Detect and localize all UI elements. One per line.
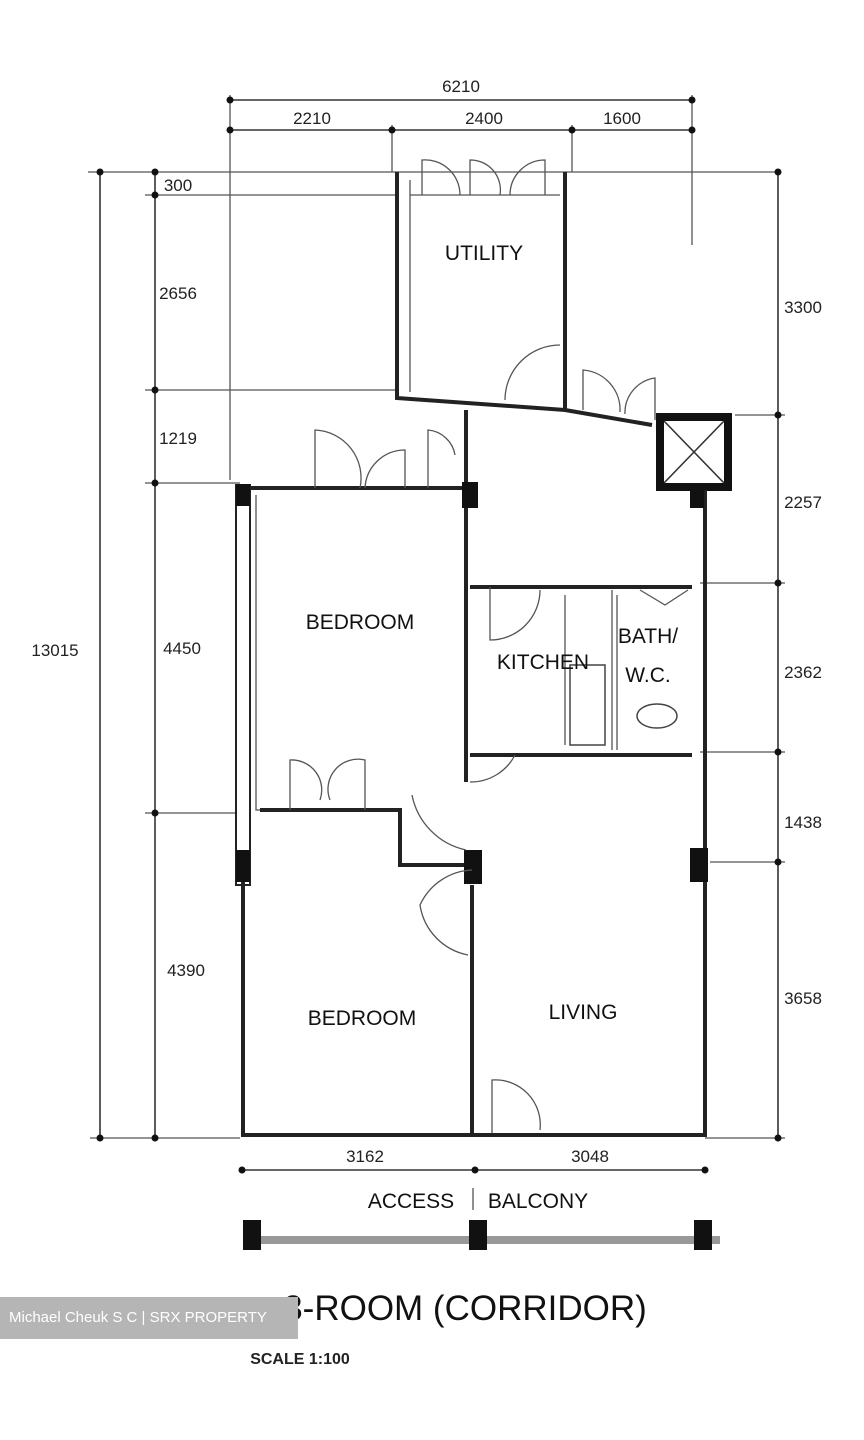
room-utility: UTILITY	[445, 242, 523, 265]
dim-overall-width: 6210	[442, 77, 480, 96]
watermark: Michael Cheuk S C | SRX PROPERTY	[0, 1297, 298, 1339]
dim-right-1: 3300	[784, 298, 822, 317]
dim-left-3: 1219	[159, 429, 197, 448]
dim-right-4: 1438	[784, 813, 822, 832]
dim-right-3: 2362	[784, 663, 822, 682]
plan-title: 3-ROOM (CORRIDOR)	[283, 1289, 647, 1328]
unit-walls	[235, 410, 708, 1137]
corridor-label-balcony: BALCONY	[488, 1190, 588, 1213]
room-bedroom-1: BEDROOM	[306, 611, 415, 634]
dim-top-3: 1600	[603, 109, 641, 128]
dim-bottom-2: 3048	[571, 1147, 609, 1166]
dim-left-1: 300	[164, 176, 192, 195]
dim-bottom-1: 3162	[346, 1147, 384, 1166]
left-dimensions: 13015 300 2656 1219 4450 4390	[31, 168, 778, 1142]
room-wc: W.C.	[625, 664, 671, 687]
room-kitchen: KITCHEN	[497, 651, 589, 674]
corridor-label-access: ACCESS	[368, 1190, 454, 1213]
dim-right-2: 2257	[784, 493, 822, 512]
utility-walls	[395, 159, 656, 427]
dim-left-2: 2656	[159, 284, 197, 303]
plan-scale: SCALE 1:100	[250, 1351, 350, 1368]
right-dimensions: 3300 2257 2362 1438 3658	[700, 168, 822, 1142]
room-living: LIVING	[549, 1001, 618, 1024]
dim-left-5: 4390	[167, 961, 205, 980]
dim-top-2: 2400	[465, 109, 503, 128]
bottom-dimensions: 3162 3048	[238, 1147, 709, 1174]
dim-overall-depth: 13015	[31, 641, 78, 660]
room-bedroom-2: BEDROOM	[308, 1007, 417, 1030]
dim-right-5: 3658	[784, 989, 822, 1008]
balcony-railing	[243, 1220, 720, 1250]
dim-left-4: 4450	[163, 639, 201, 658]
room-bath: BATH/	[618, 625, 678, 648]
top-dimensions: 6210 2210 2400 1600	[226, 77, 696, 480]
dim-top-1: 2210	[293, 109, 331, 128]
lift-shaft	[656, 413, 732, 491]
